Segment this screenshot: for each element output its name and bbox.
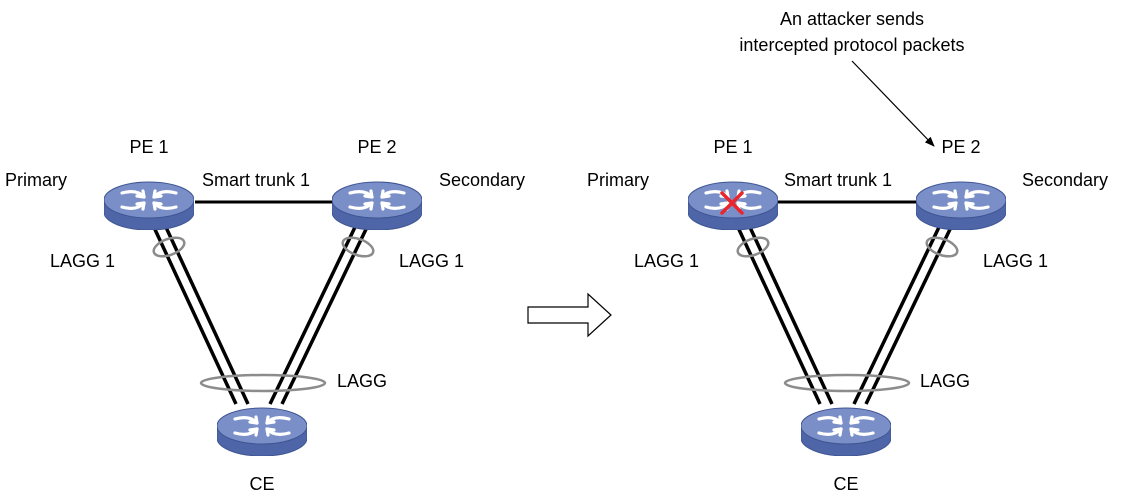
switch-icon (104, 180, 194, 230)
pe1-lagg-ring (736, 236, 770, 258)
pe1-ce-links (150, 222, 250, 405)
pe2-role-label: Secondary (439, 170, 525, 190)
pe1-role-label: Primary (587, 170, 649, 190)
pe1-device (104, 180, 194, 230)
ce-device (217, 406, 307, 456)
pe1-label: PE 1 (713, 137, 752, 157)
switch-icon (217, 406, 307, 456)
pe2-device (916, 180, 1006, 230)
pe1-device (688, 180, 778, 230)
pe2-lagg-ring (341, 236, 375, 258)
ce-lagg-ring (783, 373, 911, 393)
pe2-lagg-label: LAGG 1 (399, 251, 464, 271)
pe2-role-label: Secondary (1022, 170, 1108, 190)
ce-lagg-ring (199, 373, 327, 393)
smart-trunk-label: Smart trunk 1 (202, 170, 310, 190)
annotation-line-1: An attacker sends (780, 9, 924, 29)
pe1-lagg-label: LAGG 1 (634, 251, 699, 271)
ce-device (801, 406, 891, 456)
pe1-lagg-ring (152, 236, 186, 258)
switch-icon (916, 180, 1006, 230)
pe1-label: PE 1 (129, 137, 168, 157)
pe2-label: PE 2 (357, 137, 396, 157)
ce-lagg-label: LAGG (920, 371, 970, 391)
pe1-role-label: Primary (5, 170, 67, 190)
switch-icon (332, 180, 422, 230)
x-mark-icon (720, 191, 744, 215)
pe2-device (332, 180, 422, 230)
pe1-lagg-label: LAGG 1 (50, 251, 115, 271)
pe2-label: PE 2 (941, 137, 980, 157)
switch-icon (801, 406, 891, 456)
pe2-lagg-label: LAGG 1 (983, 251, 1048, 271)
pe2-lagg-ring (925, 236, 959, 258)
annotation-line-2: intercepted protocol packets (739, 35, 964, 55)
ce-label: CE (249, 474, 274, 494)
right-arrow-icon (527, 292, 612, 338)
smart-trunk-label: Smart trunk 1 (784, 170, 892, 190)
right-topology: An attacker sends intercepted protocol p… (587, 9, 1108, 494)
left-topology: PE 1 PE 2 Primary Secondary Smart trunk … (5, 137, 525, 494)
ce-label: CE (833, 474, 858, 494)
ce-lagg-label: LAGG (337, 371, 387, 391)
pe1-ce-links (734, 222, 834, 405)
attacker-arrow (851, 60, 935, 147)
